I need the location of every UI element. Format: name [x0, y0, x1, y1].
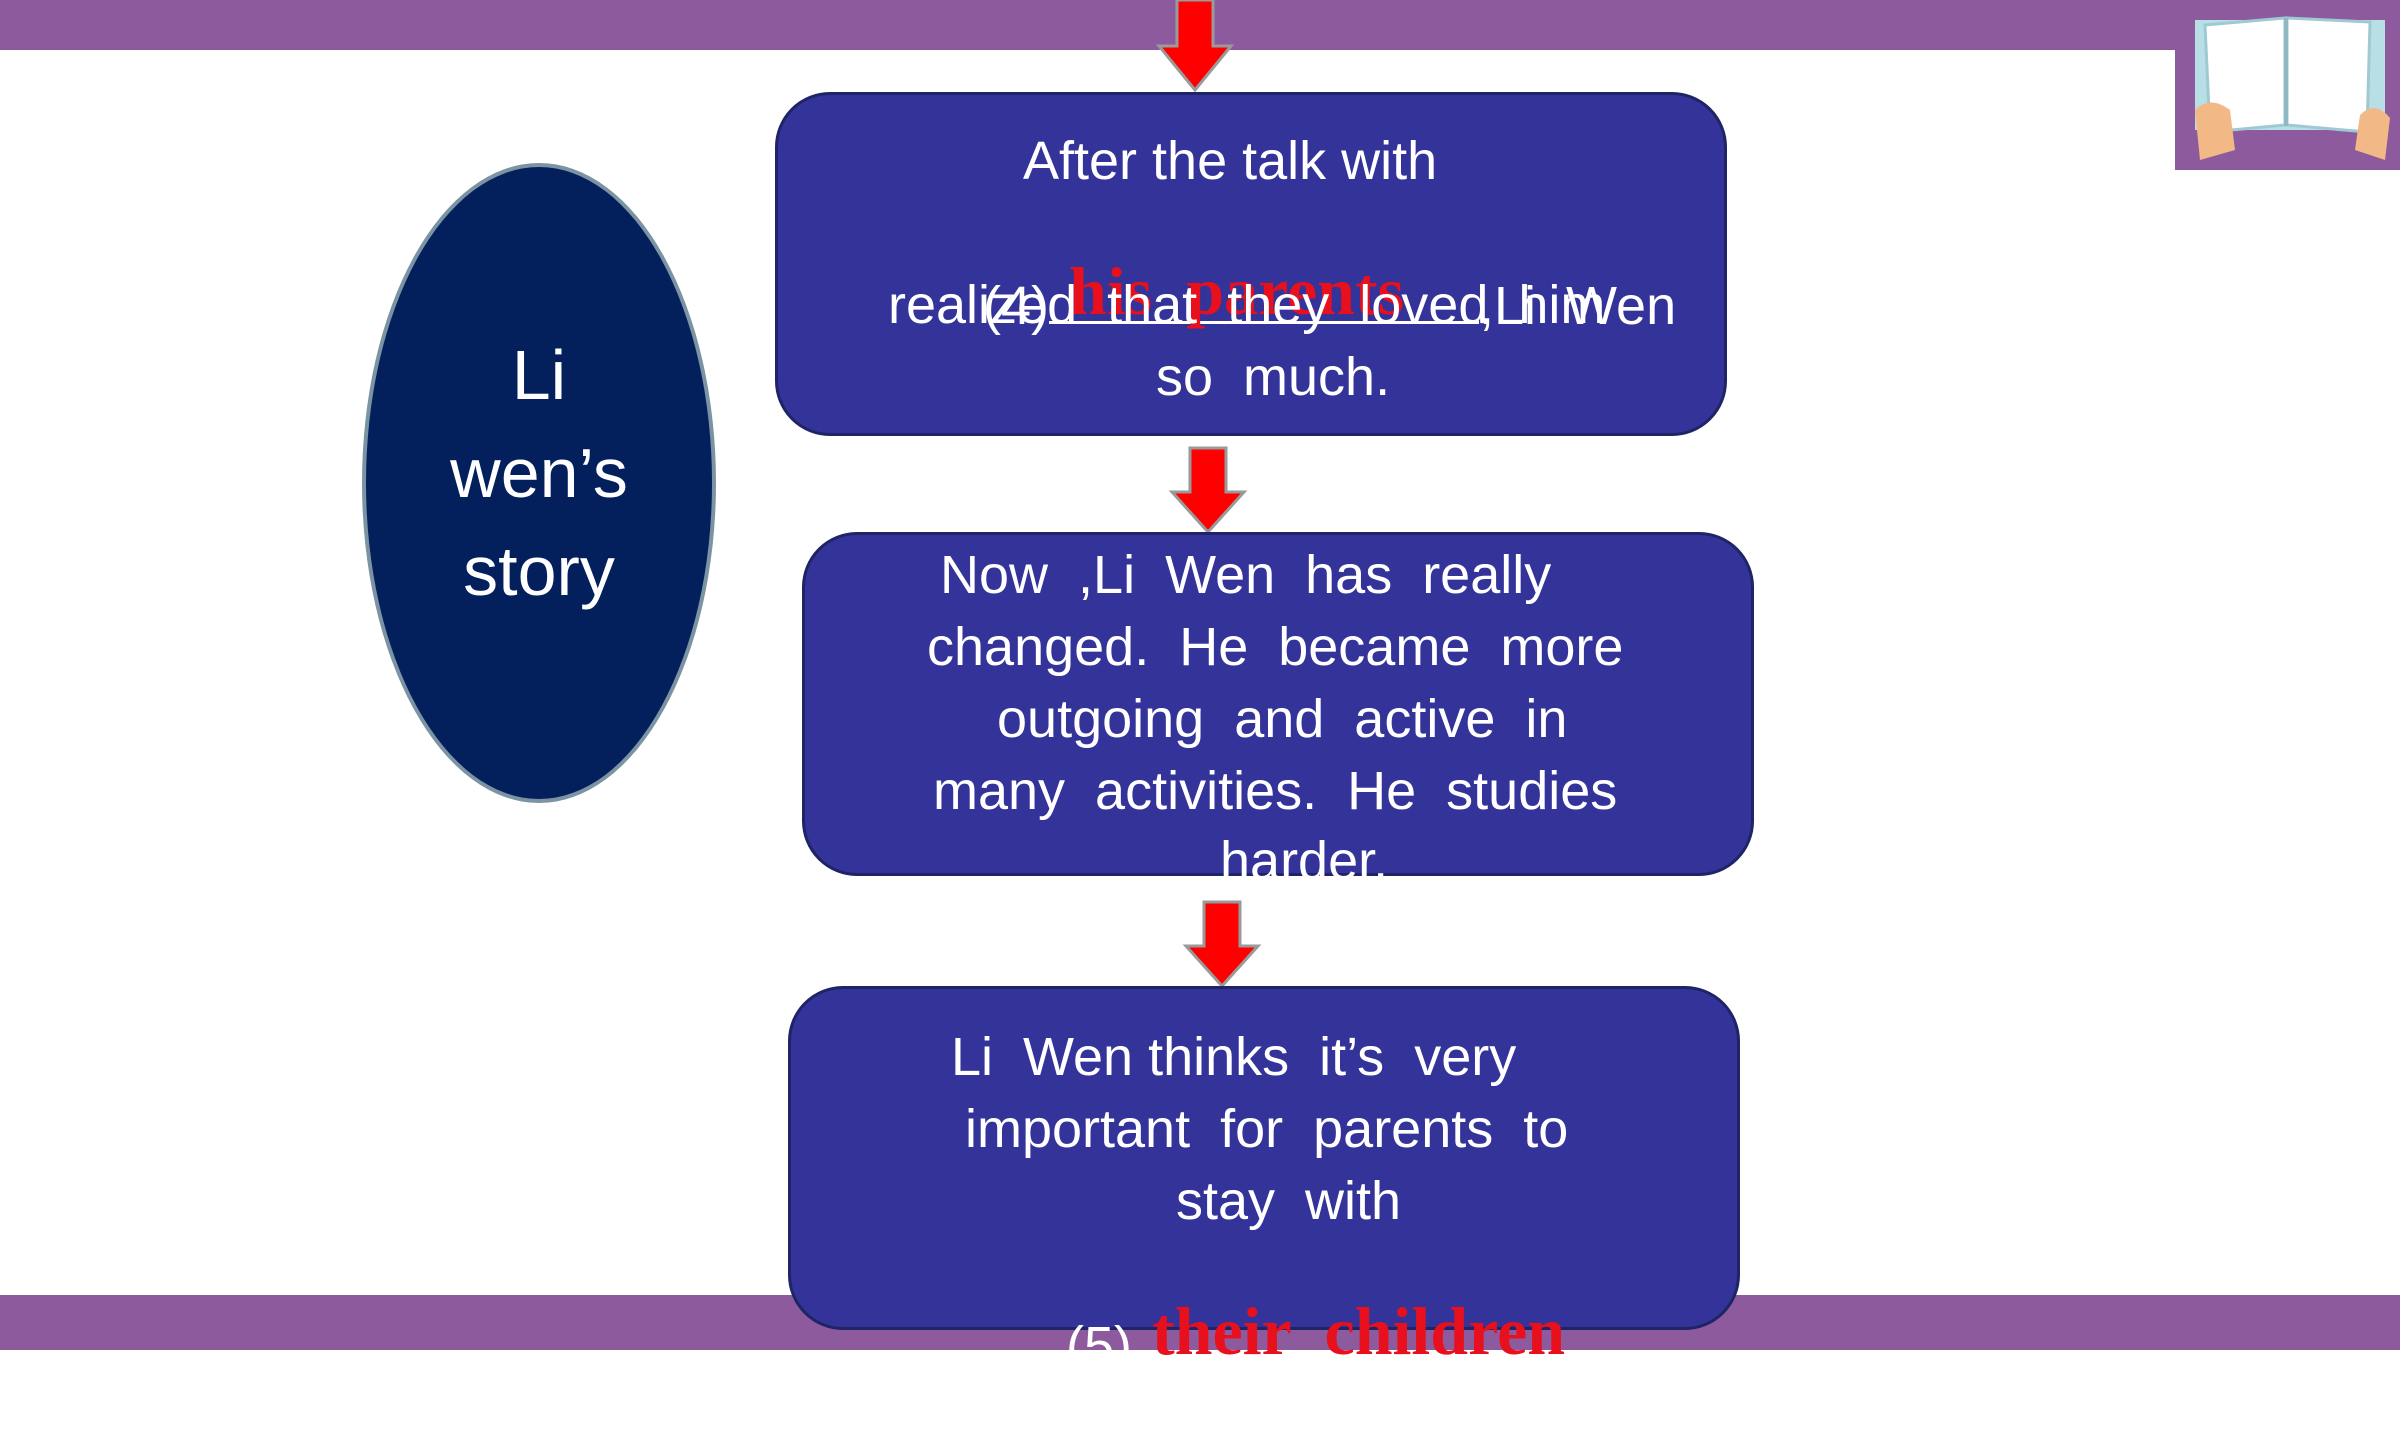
step-box-2: Now ,Li Wen has really changed. He becam…: [802, 532, 1754, 891]
open-book-icon: [2175, 0, 2400, 170]
box2-line-4: many activities. He studies: [933, 761, 1618, 821]
box1-line-2: (4) his parents ,Li Wen: [923, 197, 1676, 414]
story-title: Li wen’s story: [450, 336, 628, 610]
down-arrow-icon: [1155, 0, 1235, 92]
down-arrow-icon: [1182, 900, 1262, 988]
step-box-3: Li Wen thinks it’s very important for pa…: [788, 986, 1740, 1376]
answer-4: his parents: [1069, 253, 1405, 329]
story-title-oval: Li wen’s story: [362, 163, 716, 803]
box2-line-1: Now ,Li Wen has really: [940, 545, 1552, 605]
box3-line-1: Li Wen thinks it’s very: [951, 1027, 1517, 1087]
down-arrow-icon: [1168, 446, 1248, 534]
box3-line-2: important for parents to: [965, 1099, 1569, 1159]
box1-line-4: so much.: [1156, 347, 1391, 407]
box1-line-2-end: ,Li Wen: [1479, 276, 1677, 336]
box1-line-3: realized that they loved him: [888, 275, 1606, 335]
box2-line-2: changed. He became more: [927, 617, 1624, 677]
box1-line-1: After the talk with: [1023, 131, 1438, 191]
box2-line-5: harder.: [1220, 831, 1389, 891]
answer-blank-5: their children: [1132, 1295, 1633, 1367]
box2-line-3: outgoing and active in: [997, 689, 1568, 749]
answer-blank-4: his parents: [1049, 255, 1480, 327]
answer-5: their children: [1152, 1293, 1566, 1369]
box3-line-3: stay with: [1176, 1171, 1402, 1231]
blank-number-4: (4): [983, 276, 1050, 336]
step-box-1: After the talk with (4) his parents ,Li We…: [775, 92, 1727, 436]
box3-line-4: (5) their children: [1006, 1237, 1633, 1454]
blank-number-5: (5): [1066, 1316, 1133, 1376]
